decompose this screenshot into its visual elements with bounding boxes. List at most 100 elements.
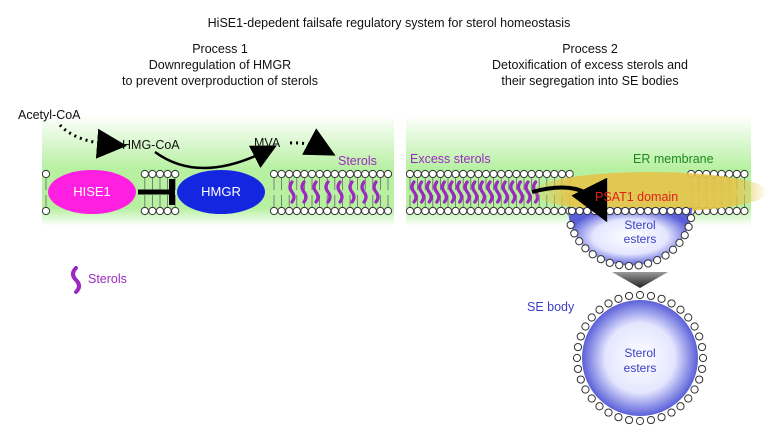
lipid-head <box>542 206 551 216</box>
lipid-head <box>527 206 536 216</box>
legend-sterol-icon <box>71 266 81 294</box>
lipid-head <box>140 169 149 179</box>
lipid-head <box>405 206 415 216</box>
sterol-molecule <box>418 180 426 204</box>
lipid-head <box>596 255 605 264</box>
lipid-head <box>613 206 622 216</box>
sterol-molecule <box>425 180 433 204</box>
lipid-head <box>604 299 613 308</box>
lipid-head <box>695 375 704 384</box>
lipid-head <box>542 169 551 179</box>
lipid-head <box>466 169 475 179</box>
lipid-head <box>550 169 559 179</box>
lipid-head <box>285 206 294 216</box>
budding-sterol-label: Sterol <box>624 218 656 232</box>
lipid-head <box>481 169 491 179</box>
lipid-head <box>171 169 180 179</box>
lipid-head <box>644 259 653 268</box>
lipid-head <box>587 313 596 322</box>
sterol-molecule <box>516 180 524 204</box>
lipid-head <box>698 353 708 363</box>
process1-lipid-heads-top <box>41 169 393 190</box>
lipid-head <box>330 169 339 179</box>
sterols-product-label: Sterols <box>338 154 377 168</box>
lipid-head <box>292 206 301 216</box>
process1-sterols-in-membrane <box>288 180 380 204</box>
lipid-head <box>300 169 309 179</box>
sterol-molecule <box>336 180 344 204</box>
lipid-head <box>323 169 332 179</box>
lipid-head <box>690 322 699 331</box>
lipid-head <box>300 206 309 216</box>
lipid-head <box>428 169 437 179</box>
lipid-head <box>436 206 445 216</box>
lipid-head <box>581 244 590 253</box>
sterol-molecule <box>478 180 486 204</box>
lipid-head <box>598 206 607 216</box>
lipid-head <box>572 353 582 363</box>
lipid-head <box>41 206 51 216</box>
sterol-molecule <box>501 180 509 204</box>
lipid-head <box>614 294 623 303</box>
sterol-molecule <box>324 180 332 204</box>
lipid-head <box>575 237 584 246</box>
process1-heading: Process 1 <box>192 42 248 56</box>
lipid-head <box>413 206 422 216</box>
lipid-head <box>163 206 172 216</box>
se-body-label: SE body <box>527 300 575 314</box>
lipid-head <box>512 169 521 179</box>
hmg-coa-label: HMG-CoA <box>122 138 180 152</box>
lipid-head <box>345 206 355 216</box>
lipid-head <box>725 169 734 179</box>
lipid-head <box>740 206 749 216</box>
lipid-head <box>604 408 613 417</box>
lipid-head <box>315 206 324 216</box>
lipid-head <box>443 206 453 216</box>
lipid-head <box>624 291 634 301</box>
lipid-head <box>575 206 584 216</box>
hmgr-label: HMGR <box>201 184 241 199</box>
lipid-head <box>667 299 676 308</box>
lipid-head <box>595 402 604 411</box>
lipid-head <box>581 385 590 394</box>
lipid-head <box>504 206 513 216</box>
lipid-head <box>140 206 149 216</box>
lipid-head <box>277 206 286 216</box>
lipid-head <box>489 169 498 179</box>
lipid-head <box>681 206 691 216</box>
lipid-head <box>653 256 662 265</box>
sterol-molecule <box>348 180 356 204</box>
se-body-esters-label: esters <box>623 361 657 375</box>
lipid-head <box>481 206 491 216</box>
se-body-sterol-label: Sterol <box>624 346 656 360</box>
lipid-head <box>519 206 529 216</box>
lipid-head <box>361 206 370 216</box>
lipid-head <box>428 206 437 216</box>
lipid-head <box>451 206 460 216</box>
sterol-molecule <box>509 180 517 204</box>
process2-heading: Process 2 <box>562 42 618 56</box>
sterol-molecule <box>410 180 418 204</box>
transition-arrow <box>612 272 668 288</box>
lipid-head <box>581 322 590 331</box>
process2-line1: Detoxification of excess sterols and <box>492 58 688 72</box>
sterol-molecule <box>463 180 471 204</box>
lipid-head <box>595 305 604 314</box>
lipid-head <box>740 169 749 179</box>
lipid-head <box>666 206 675 216</box>
hmgr-protein <box>177 170 265 214</box>
lipid-head <box>277 169 286 179</box>
lipid-head <box>451 169 460 179</box>
lipid-head <box>421 206 430 216</box>
se-body <box>572 290 708 426</box>
lipid-head <box>635 290 645 300</box>
lipid-head <box>376 169 385 179</box>
lipid-head <box>675 238 684 248</box>
lipid-head <box>474 206 483 216</box>
lipid-head <box>474 169 483 179</box>
lipid-head <box>684 222 693 231</box>
lipid-head <box>376 206 385 216</box>
lipid-head <box>459 206 468 216</box>
lipid-head <box>686 213 696 223</box>
lipid-head <box>570 229 579 238</box>
